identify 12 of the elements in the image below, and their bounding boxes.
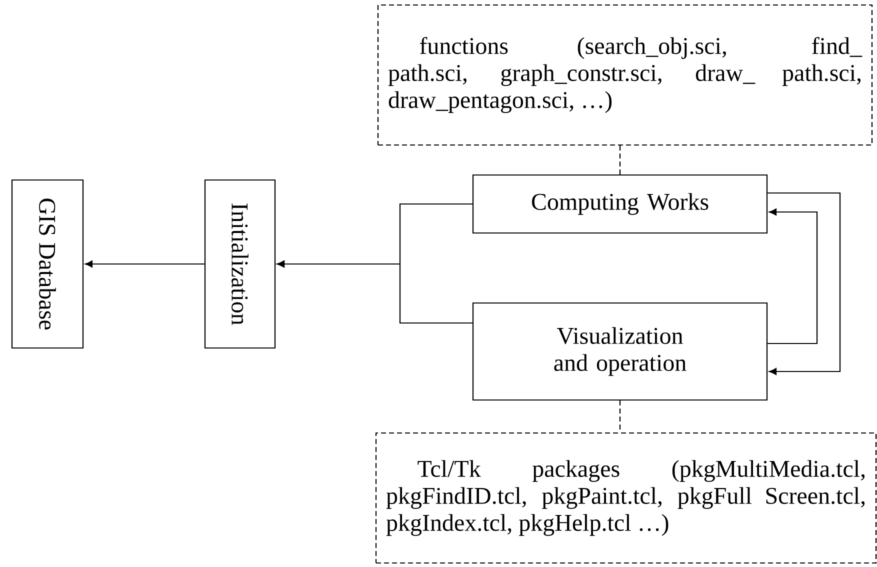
process-box: Computing Works bbox=[472, 174, 768, 234]
process-box: Initialization bbox=[204, 179, 276, 349]
dashed-connector bbox=[619, 146, 621, 174]
dashed-connector bbox=[619, 400, 621, 432]
arrow bbox=[276, 260, 472, 324]
arrow bbox=[84, 260, 204, 268]
note-box: functions (search_obj.sci, find_ path.sci, graph_constr.sci, draw_ path.sci, draw_pentagon.sci, …) bbox=[377, 4, 873, 146]
arrow bbox=[768, 192, 841, 375]
process-box: Visualization and operation bbox=[472, 302, 768, 401]
database-box: GIS Database bbox=[11, 179, 84, 349]
note-box: Tcl/Tk packages (pkgMultiMedia.tcl, pkgFindID.tcl, pkgPaint.tcl, pkgFull Screen.tcl, pkgIndex.tcl, pkgHelp.tcl …) bbox=[375, 432, 877, 564]
arrow bbox=[768, 208, 818, 344]
